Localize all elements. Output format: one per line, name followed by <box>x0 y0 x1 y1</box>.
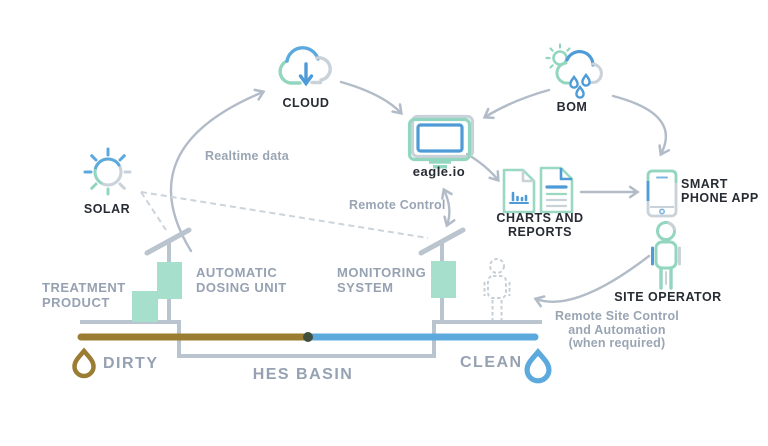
solar-label: SOLAR <box>83 202 131 216</box>
eagle-io-label: eagle.io <box>412 164 466 179</box>
dashed-person-icon <box>483 258 511 320</box>
cloud-label: CLOUD <box>282 96 330 110</box>
arrow-eagle-to-charts <box>465 152 500 183</box>
report-document-icon <box>539 166 574 214</box>
treatment-line1: TREATMENT <box>42 280 126 295</box>
cloud-download-icon <box>278 46 332 87</box>
smart-phone-line2: PHONE APP <box>681 190 759 205</box>
clean-drop-icon <box>524 348 552 384</box>
smart-phone-app-label: SMART PHONE APP <box>681 177 759 205</box>
arrow-bom-to-phone <box>611 94 670 157</box>
remote-control-label: Remote Control <box>349 198 446 212</box>
remote-site-line3: (when required) <box>568 336 666 350</box>
monitoring-line1: MONITORING <box>337 265 427 280</box>
solar-feed-monitoring-line <box>140 191 429 239</box>
arrow-bom-to-eagle <box>482 88 551 120</box>
chart-document-icon <box>502 168 536 214</box>
treatment-product-icon <box>132 291 158 322</box>
remote-site-control-label: Remote Site Control and Automation (when… <box>555 309 679 351</box>
dosing-line1: AUTOMATIC <box>196 265 278 280</box>
arrow-operator-to-site <box>533 254 651 308</box>
solar-panel-icon <box>418 227 466 256</box>
charts-reports-line1: CHARTS AND <box>496 211 584 225</box>
treatment-line2: PRODUCT <box>42 294 110 310</box>
automatic-dosing-unit-label: AUTOMATIC DOSING UNIT <box>196 265 287 295</box>
remote-site-line2: and Automation <box>568 322 666 337</box>
person-icon <box>651 221 681 290</box>
dosing-unit-icon <box>144 227 192 322</box>
treatment-product-label: TREATMENT PRODUCT <box>42 280 126 310</box>
basin-outline <box>80 320 542 358</box>
arrow-remote-control <box>441 187 456 228</box>
hes-basin-label: HES BASIN <box>252 366 354 383</box>
arrow-realtime-to-cloud <box>169 88 266 253</box>
monitoring-system-icon <box>418 227 466 322</box>
weather-bom-icon <box>545 43 603 99</box>
smart-phone-line1: SMART <box>681 177 728 191</box>
realtime-data-label: Realtime data <box>205 149 289 163</box>
charts-reports-label: CHARTS AND REPORTS <box>496 211 584 239</box>
solar-feed-dosing-line <box>140 191 167 231</box>
arrow-cloud-to-eagle <box>339 80 403 116</box>
sun-icon <box>83 147 132 196</box>
treatment-transition-dot <box>303 332 313 342</box>
smartphone-icon <box>646 169 678 218</box>
remote-site-line1: Remote Site Control <box>555 309 679 323</box>
dosing-line2: DOSING UNIT <box>196 279 287 295</box>
site-operator-label: SITE OPERATOR <box>614 290 722 304</box>
clean-label: CLEAN <box>460 354 523 371</box>
monitor-icon <box>407 114 475 169</box>
dirty-drop-icon <box>72 347 96 379</box>
dirty-label: DIRTY <box>103 355 159 372</box>
monitoring-line2: SYSTEM <box>337 279 394 295</box>
solar-panel-icon <box>144 227 192 256</box>
charts-reports-line2: REPORTS <box>508 224 572 239</box>
bom-label: BOM <box>556 100 588 114</box>
monitoring-system-label: MONITORING SYSTEM <box>337 265 427 295</box>
